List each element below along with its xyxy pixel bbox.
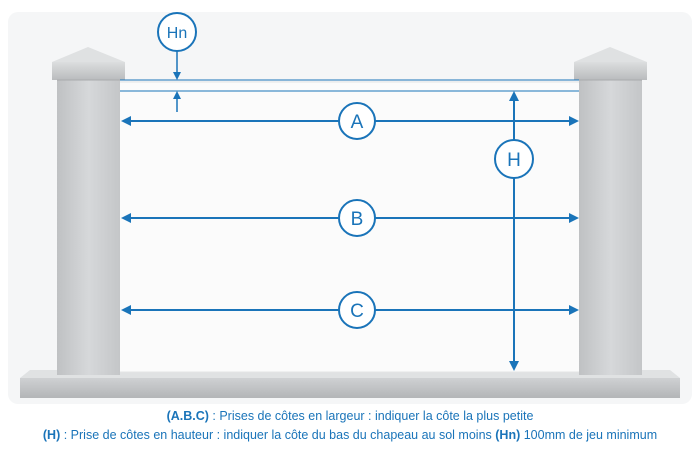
left-pillar — [52, 47, 125, 375]
caption-hn-key: (Hn) — [495, 428, 521, 442]
caption-width: (A.B.C) : Prises de côtes en largeur : i… — [0, 409, 700, 423]
height-dimension-h: H — [494, 91, 534, 371]
width-dimension-a: A — [121, 102, 579, 140]
a-label: A — [351, 112, 364, 133]
width-dimension-b: B — [121, 199, 579, 237]
caption-height-text: : Prise de côtes en hauteur : indiquer l… — [60, 428, 496, 442]
h-label: H — [507, 150, 521, 171]
c-label: C — [350, 301, 364, 322]
caption-height-key: (H) — [42, 428, 61, 442]
width-dimension-c: C — [121, 291, 579, 329]
b-label: B — [351, 209, 364, 230]
caption-height-end: 100mm de jeu minimum — [520, 428, 658, 442]
caption-width-key: (A.B.C) — [166, 409, 209, 423]
caption-width-text: : Prises de côtes en largeur : indiquer … — [208, 409, 534, 423]
right-pillar — [574, 47, 647, 375]
hn-dimension: Hn — [157, 12, 197, 112]
caption-height: (H) : Prise de côtes en hauteur : indiqu… — [0, 428, 700, 442]
hn-label: Hn — [167, 25, 187, 42]
